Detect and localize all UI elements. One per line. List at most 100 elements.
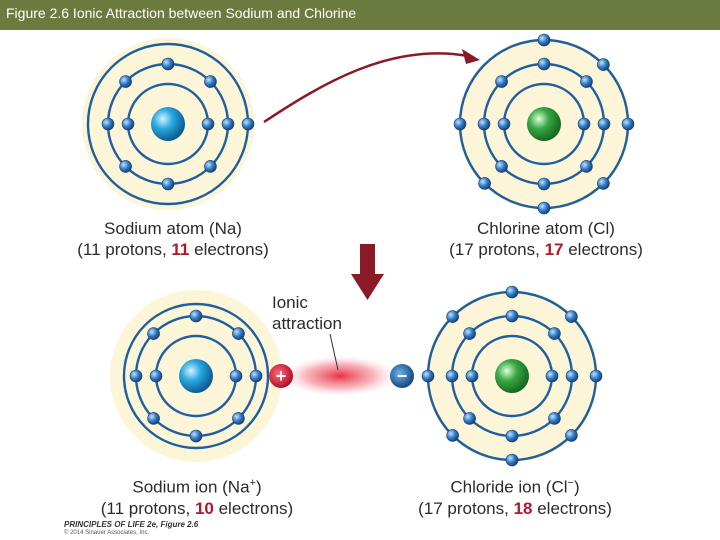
electron xyxy=(537,33,551,47)
copyright-notice: © 2014 Sinauer Associates, Inc. xyxy=(64,530,150,536)
minus-label: − xyxy=(397,366,408,386)
electron xyxy=(565,310,578,323)
electron xyxy=(545,369,559,383)
sodium-ion xyxy=(110,290,282,462)
electron xyxy=(229,369,243,383)
chloride-ion-label: Chloride ion (Cl−) (17 protons, 18 elect… xyxy=(402,473,628,519)
electron xyxy=(495,75,508,88)
electron xyxy=(204,160,217,173)
chloride-ion-electron-count: 18 xyxy=(513,498,533,518)
positive-charge-sign: + xyxy=(269,364,293,388)
sodium-atom-electrons-suffix: electrons) xyxy=(189,240,269,259)
electron xyxy=(446,429,459,442)
chloride-ion-electrons-suffix: electrons) xyxy=(532,498,612,518)
electron xyxy=(580,75,593,88)
sodium-ion-charge: + xyxy=(249,477,256,489)
sodium-atom-name: Sodium atom (Na) xyxy=(104,219,242,238)
electron xyxy=(189,309,203,323)
sodium-ion-electron-count: 10 xyxy=(194,498,214,518)
sodium-atom-electron-count: 11 xyxy=(171,240,190,259)
electron xyxy=(597,58,610,71)
electron xyxy=(577,117,591,131)
ionic-attraction-line1: Ionic xyxy=(272,293,308,312)
negative-charge-sign: − xyxy=(390,364,414,388)
book-credit: PRINCIPLES OF LIFE 2e, Figure 2.6 xyxy=(64,520,199,529)
sodium-atom-details: (11 protons, 11 electrons) xyxy=(60,239,286,260)
chlorine-atom xyxy=(453,33,635,215)
figure-title: Figure 2.6 Ionic Attraction between Sodi… xyxy=(6,5,357,21)
electron xyxy=(548,412,561,425)
electron xyxy=(537,177,551,191)
sodium-atom-protons: (11 protons, xyxy=(77,240,172,259)
electron xyxy=(589,369,603,383)
ionic-attraction-label: Ionic attraction xyxy=(272,292,342,334)
electron xyxy=(149,369,163,383)
chlorine-atom-name: Chlorine atom (Cl) xyxy=(477,219,615,238)
ionic-attraction-glow xyxy=(278,354,402,398)
electron xyxy=(621,117,635,131)
electron xyxy=(161,57,175,71)
sodium-ion-label: Sodium ion (Na+) (11 protons, 10 electro… xyxy=(84,473,310,519)
electron xyxy=(249,369,263,383)
chloride-ion-name: Chloride ion (Cl−) xyxy=(402,473,628,498)
chloride-ion-details: (17 protons, 18 electrons) xyxy=(402,498,628,519)
electron xyxy=(147,412,160,425)
electron xyxy=(161,177,175,191)
electron xyxy=(580,160,593,173)
electron xyxy=(221,117,235,131)
electron xyxy=(495,160,508,173)
electron xyxy=(119,160,132,173)
electron xyxy=(597,177,610,190)
electron xyxy=(119,75,132,88)
electron xyxy=(204,75,217,88)
electron xyxy=(453,117,467,131)
chlorine-atom-details: (17 protons, 17 electrons) xyxy=(434,239,658,260)
plus-label: + xyxy=(276,366,287,386)
electron xyxy=(101,117,115,131)
electron xyxy=(597,117,611,131)
sodium-atom-label: Sodium atom (Na) (11 protons, 11 electro… xyxy=(60,218,286,260)
electron xyxy=(478,177,491,190)
sodium-atom-nucleus xyxy=(151,107,185,141)
chloride-ion-name-suffix: ) xyxy=(573,477,580,497)
chlorine-atom-electrons-suffix: electrons) xyxy=(563,240,643,259)
sodium-ion-nucleus xyxy=(179,359,213,393)
down-arrow xyxy=(351,244,384,300)
electron xyxy=(446,310,459,323)
electron xyxy=(232,327,245,340)
attraction-pointer-line xyxy=(329,333,339,371)
chloride-ion xyxy=(421,285,603,467)
electron xyxy=(537,201,551,215)
electron xyxy=(565,369,579,383)
electron xyxy=(505,285,519,299)
chloride-ion-name-prefix: Chloride ion (Cl xyxy=(450,477,568,497)
electron xyxy=(232,412,245,425)
electron xyxy=(421,369,435,383)
electron xyxy=(463,412,476,425)
electron xyxy=(129,369,143,383)
electron xyxy=(497,117,511,131)
electron xyxy=(565,429,578,442)
ionic-attraction-line2: attraction xyxy=(272,314,342,333)
electron xyxy=(477,117,491,131)
sodium-ion-name-suffix: ) xyxy=(255,477,262,497)
header-bar: Figure 2.6 Ionic Attraction between Sodi… xyxy=(0,0,720,30)
electron xyxy=(189,429,203,443)
chloride-ion-nucleus xyxy=(495,359,529,393)
electron xyxy=(505,429,519,443)
electron xyxy=(147,327,160,340)
electron xyxy=(548,327,561,340)
electron xyxy=(505,453,519,467)
chlorine-atom-electron-count: 17 xyxy=(544,240,564,259)
sodium-ion-details: (11 protons, 10 electrons) xyxy=(84,498,310,519)
electron xyxy=(463,327,476,340)
chlorine-atom-nucleus xyxy=(527,107,561,141)
figure-credit: PRINCIPLES OF LIFE 2e, Figure 2.6 © 2014… xyxy=(64,520,198,536)
electron xyxy=(537,57,551,71)
electron xyxy=(201,117,215,131)
electron-transfer-arrow xyxy=(263,49,480,124)
sodium-ion-electrons-suffix: electrons) xyxy=(213,498,294,518)
sodium-ion-shell-3 xyxy=(122,302,270,450)
electron xyxy=(445,369,459,383)
